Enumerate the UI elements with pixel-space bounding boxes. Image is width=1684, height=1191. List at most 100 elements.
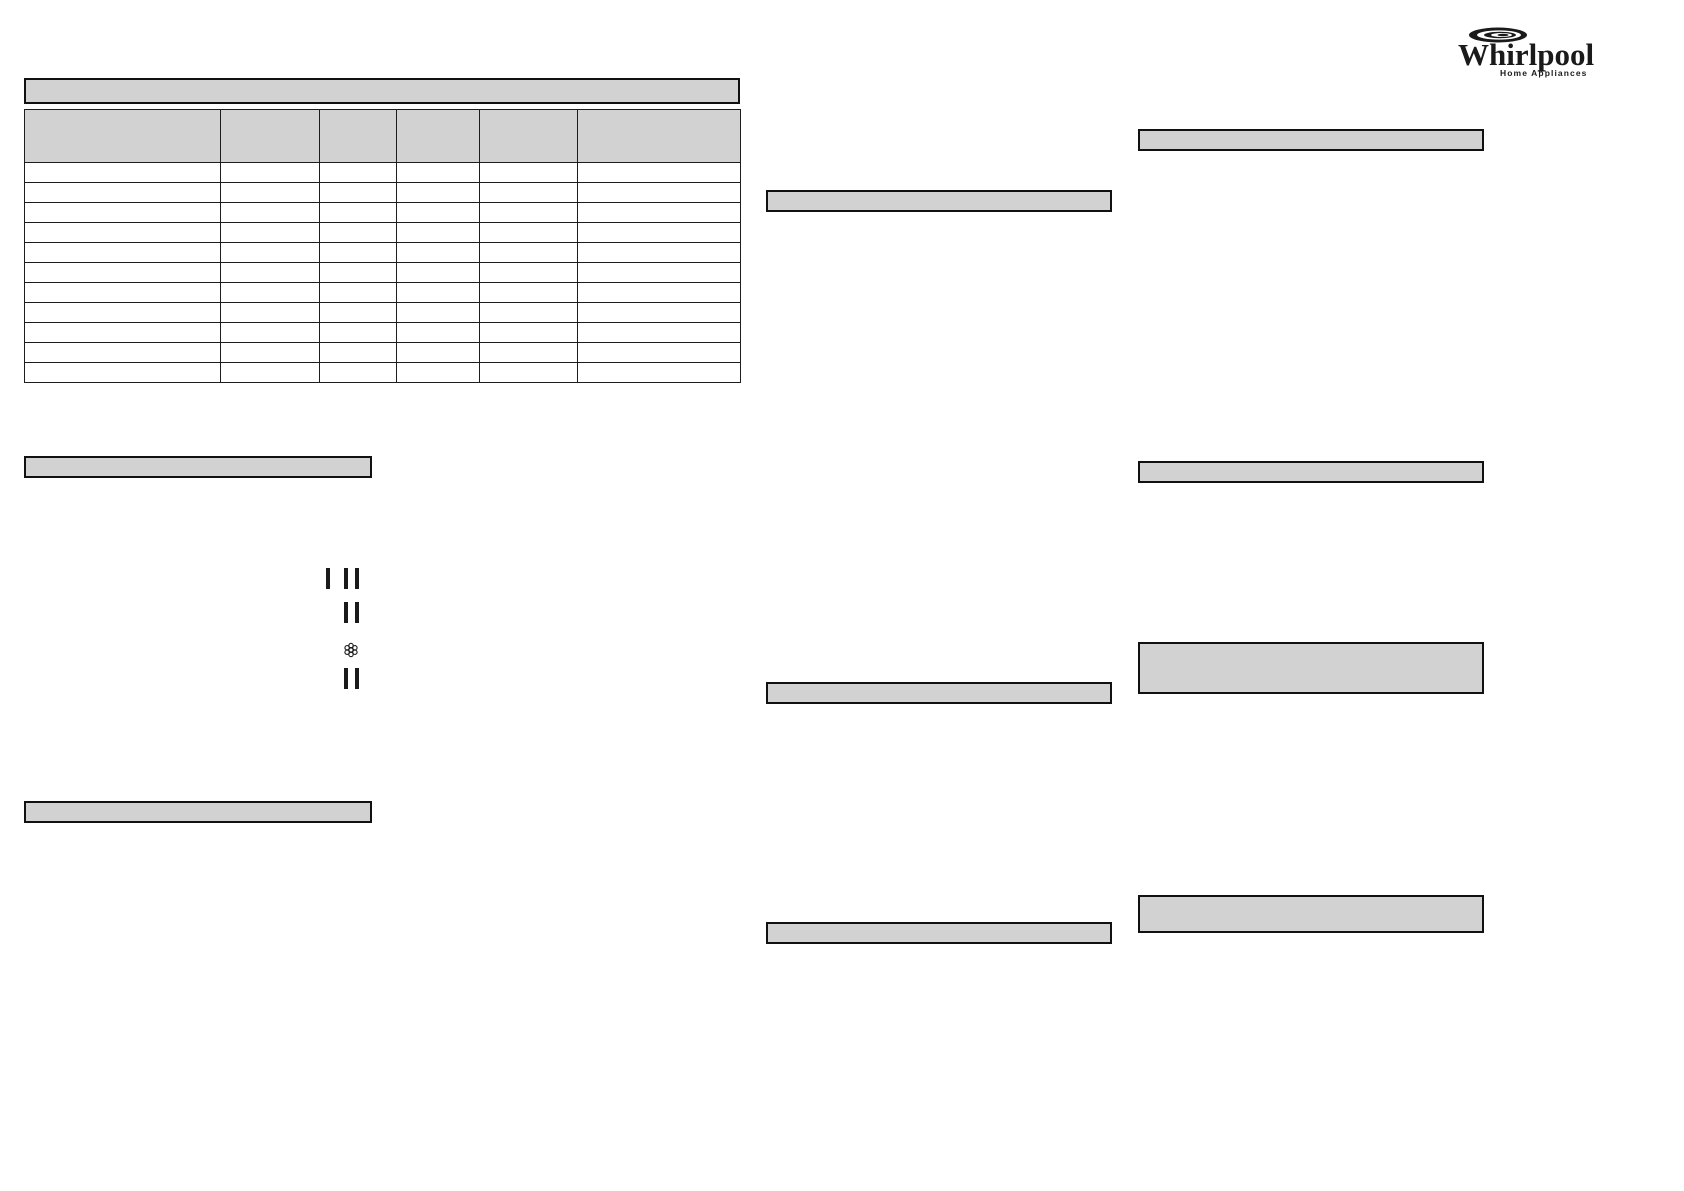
table-cell [220,322,320,343]
table-row [24,282,741,303]
logo-tagline: Home Appliances [1500,68,1588,78]
table-cell-text [579,324,740,326]
table-cell [577,262,741,283]
table-header-cell [220,109,320,163]
left-section-2-bar [24,801,372,823]
table-cell [396,302,480,323]
table-cell [577,222,741,243]
symbol-row-3 [326,642,396,668]
symbol-legend [326,562,396,708]
table-cell-text [579,344,740,346]
table-row [24,182,741,203]
table-header-cell [577,109,741,163]
table-cell-text [26,224,220,226]
whirlpool-logo: Whirlpool [1452,24,1612,80]
programme-table [24,109,741,383]
table-cell-text [579,224,740,226]
table-row [24,162,741,183]
table-cell-text [321,284,396,286]
table-cell-text [579,184,740,186]
table-cell-text [222,284,319,286]
table-cell [24,282,221,303]
table-cell-text [321,324,396,326]
left-section-2-label [26,803,370,807]
table-cell-text [579,264,740,266]
table-cell-text [26,364,220,366]
table-cell-text [26,344,220,346]
left-section-1-bar [24,456,372,478]
table-cell-text [398,164,479,166]
table-cell [577,202,741,223]
table-cell [24,302,221,323]
table-cell-text [398,224,479,226]
table-cell-text [321,224,396,226]
table-cell-text [321,304,396,306]
table-cell-text [481,184,577,186]
table-cell [479,162,578,183]
table-cell-text [321,364,396,366]
table-cell [220,222,320,243]
table-cell-text [222,344,319,346]
table-header-cell [319,109,397,163]
table-row [24,202,741,223]
table-cell [577,302,741,323]
table-cell [479,342,578,363]
table-cell-text [481,224,577,226]
table-cell [220,202,320,223]
programme-table-title [26,81,38,99]
table-cell [319,302,397,323]
right-panel-1-label [1140,644,1482,652]
temperature-bars-double-icon [344,668,359,689]
right-panel-1 [1138,642,1484,694]
right-section-2-bar [1138,461,1484,483]
table-cell [396,242,480,263]
table-cell [479,362,578,383]
table-cell-text [222,184,319,186]
delicate-flower-icon [343,642,358,658]
table-cell-text [398,244,479,246]
table-cell [577,362,741,383]
table-cell-text [222,224,319,226]
table-cell-text [26,244,220,246]
table-cell [577,322,741,343]
table-cell [319,242,397,263]
middle-section-3-label [768,924,1110,928]
table-cell [319,182,397,203]
table-cell [24,242,221,263]
table-cell-text [222,204,319,206]
logo-wordmark: Whirlpool [1458,37,1594,72]
table-cell-text [398,364,479,366]
table-cell [319,162,397,183]
table-cell [220,182,320,203]
programme-table-title-bar [24,78,740,104]
table-cell [396,162,480,183]
table-cell [577,342,741,363]
table-cell-text [26,324,220,326]
table-cell [220,262,320,283]
symbol-row-4 [326,668,396,708]
table-cell-text [579,164,740,166]
temperature-bars-double-icon [344,602,359,623]
table-cell-text [321,264,396,266]
right-panel-2 [1138,895,1484,933]
table-cell [577,282,741,303]
table-cell [479,222,578,243]
table-cell [220,362,320,383]
table-cell [24,262,221,283]
middle-section-1-bar [766,190,1112,212]
right-section-2-label [1140,463,1482,467]
table-cell [24,342,221,363]
table-cell-text [481,164,577,166]
table-row [24,362,741,383]
table-cell [396,282,480,303]
symbol-row-2 [326,602,396,642]
table-cell [479,282,578,303]
table-cell [396,202,480,223]
table-cell [319,322,397,343]
table-cell [24,182,221,203]
table-cell-text [481,324,577,326]
table-cell-text [398,324,479,326]
table-cell [396,182,480,203]
table-cell-text [321,244,396,246]
